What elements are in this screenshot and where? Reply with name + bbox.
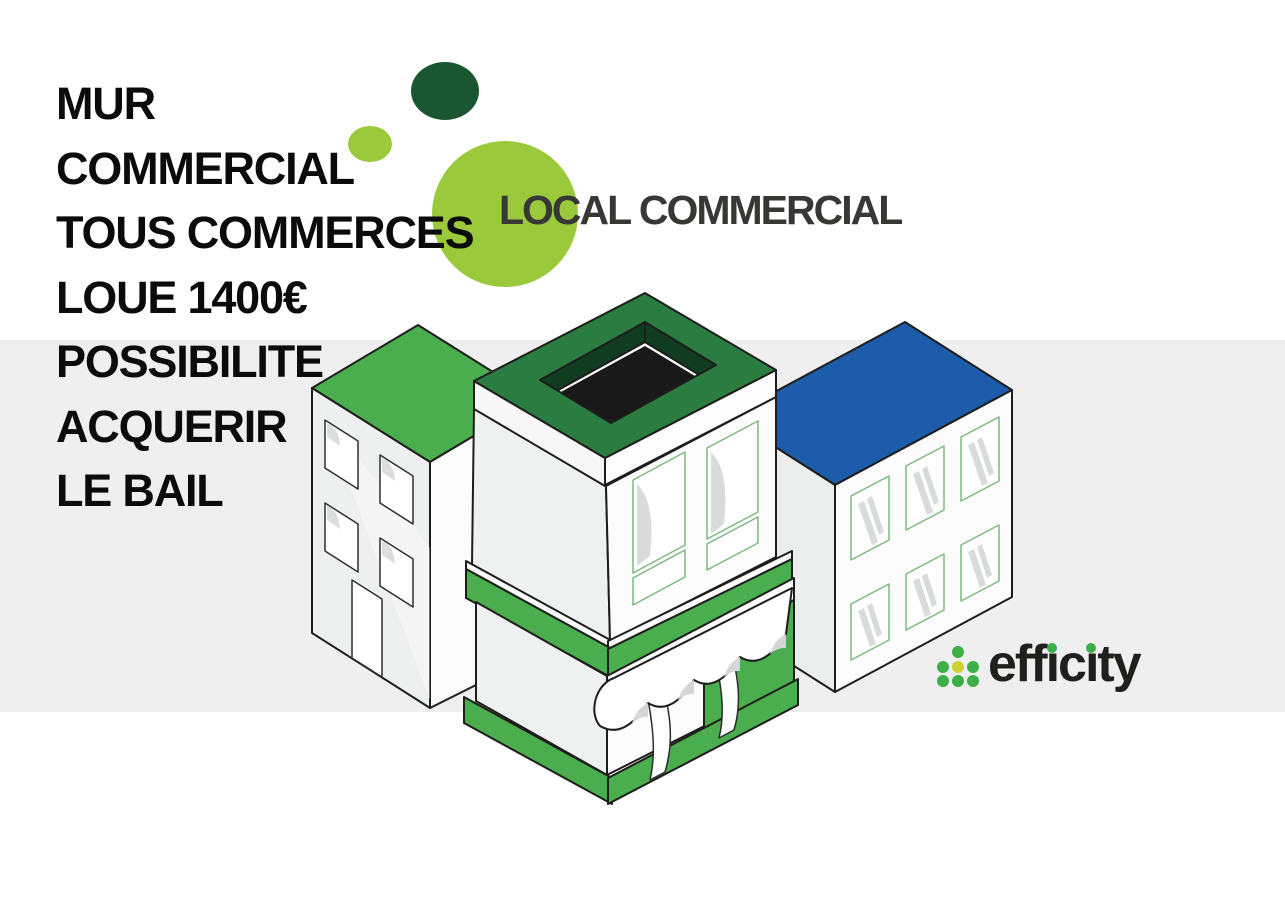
brand-dot-icon [967,675,979,687]
brand-dot-yellow-icon [952,660,964,673]
headline: MUR COMMERCIAL TOUS COMMERCES LOUE 1400€… [56,72,536,524]
headline-line: COMMERCIAL [56,142,355,194]
small-light-green-circle-icon [348,126,392,162]
window [632,549,686,606]
dark-green-circle-icon [411,62,479,120]
brand-dot-icon [952,675,964,687]
headline-line: TOUS COMMERCES [56,207,475,258]
building-center-shop [463,292,799,805]
awning [593,587,793,731]
brand-dot-icon [937,675,949,687]
headline-line: MUR [56,78,156,129]
brand-dot-spacer [937,646,949,658]
brand-i-letter: ı [1045,635,1061,693]
awning-shading [632,634,786,723]
window [706,516,759,571]
brand-dot-icon [937,660,949,673]
plinth-band [463,696,613,805]
headline-line: POSSIBILITE [56,336,324,387]
brand-dot-icon [967,660,979,673]
large-light-green-circle-icon [432,141,578,287]
brand-i-dot-icon [1046,643,1057,653]
headline-line: LOUE 1400€ [56,271,308,323]
window-curtain [711,452,726,534]
headline-line: LE BAIL [56,465,224,516]
parapet-ring-top [473,292,777,459]
headline-line: ACQUERIR [56,400,288,452]
brand-i-letter: ı [1084,635,1100,693]
brand-dot-icon [952,646,964,658]
brand-wordmark-part: c [1058,635,1087,693]
brand-dots-icon [937,646,979,687]
brand-dot-spacer [967,646,979,658]
brand-wordmark-part: eff [988,635,1048,693]
window-curtain [637,484,652,566]
brand-wordmark-part: ty [1097,635,1141,693]
category-title: LOCAL COMMERCIAL [499,187,903,233]
door [351,579,383,678]
brand-i-dot-icon [1086,643,1097,653]
